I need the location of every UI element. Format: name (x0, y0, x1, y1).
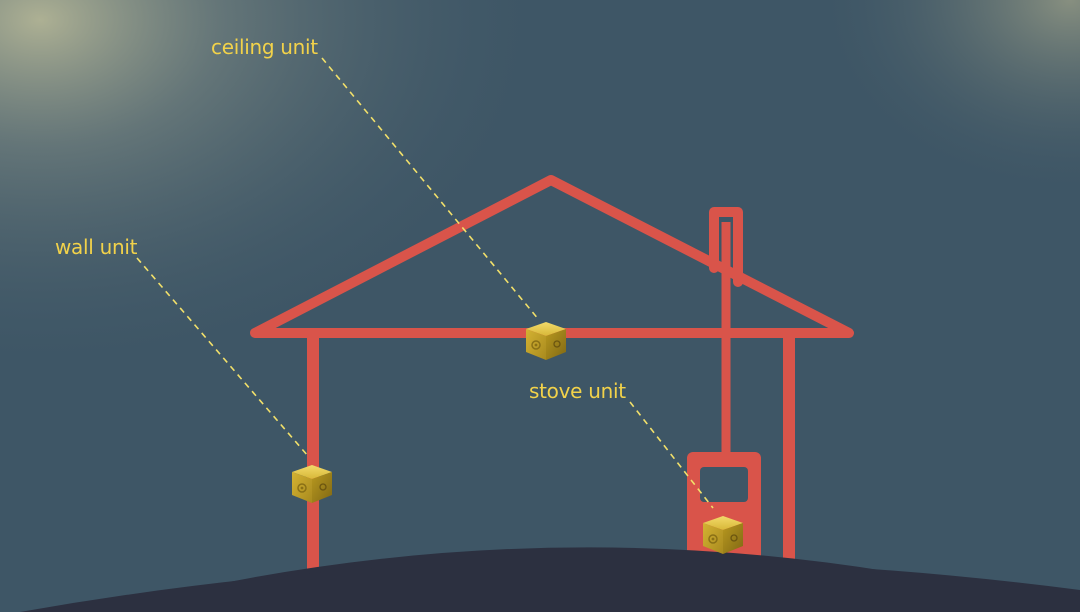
chimney (709, 207, 743, 287)
ground-fill (20, 559, 1080, 612)
stove-window (700, 467, 748, 502)
leader-lines (136, 57, 714, 509)
stove-unit-label: stove unit (529, 379, 626, 403)
leader-line-stove (629, 401, 714, 509)
ceiling-unit-icon (525, 321, 567, 361)
ceiling-unit-label: ceiling unit (211, 35, 318, 59)
wall-unit-label: wall unit (55, 235, 138, 259)
wall-unit-icon (291, 464, 333, 504)
stove-unit-icon (702, 515, 744, 555)
leader-line-ceiling (321, 57, 540, 321)
